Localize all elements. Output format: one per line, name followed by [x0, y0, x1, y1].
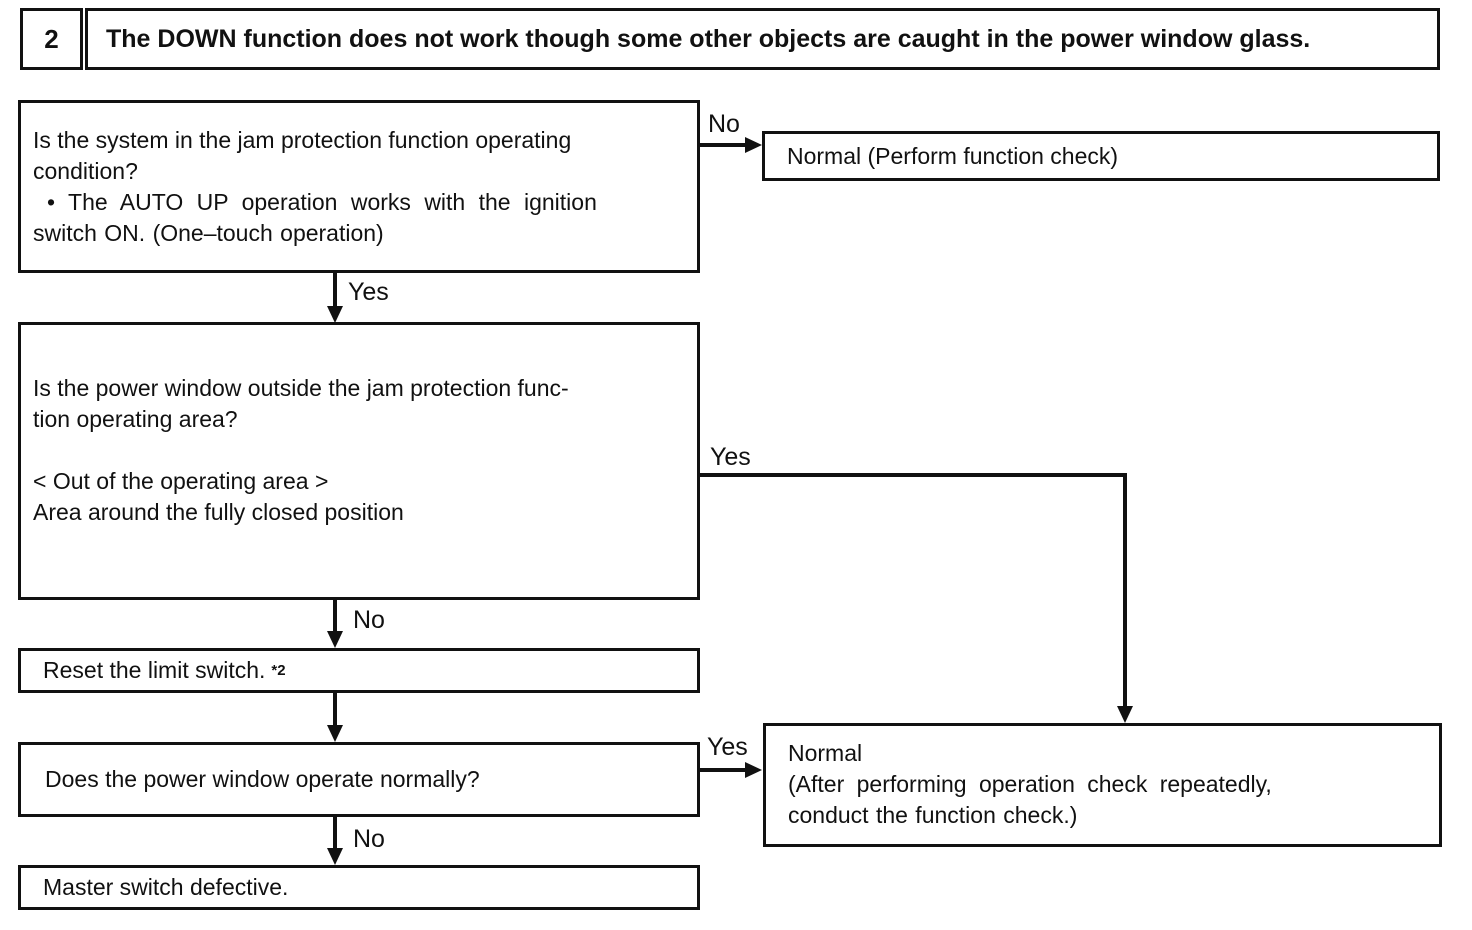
reset-limit-switch-box: Reset the limit switch. *2 — [18, 648, 700, 693]
branch3-no-connector — [333, 817, 337, 849]
master-switch-defective-text: Master switch defective. — [43, 874, 289, 900]
branch3-yes-label: Yes — [707, 733, 748, 761]
step-number: 2 — [44, 23, 59, 54]
branch1-no-label: No — [708, 110, 740, 138]
step-number-box: 2 — [20, 8, 83, 70]
footnote-ref: *2 — [271, 662, 286, 679]
normal-1-text: Normal (Perform function check) — [787, 142, 1119, 169]
branch1-no-connector — [700, 143, 747, 147]
normal-1-box: Normal (Perform function check) — [762, 131, 1440, 181]
branch1-yes-label: Yes — [348, 278, 389, 306]
branch2-yes-connector-vertical — [1123, 473, 1127, 707]
branch3-yes-arrowhead-icon — [745, 762, 762, 778]
normal-2-box: Normal(After performing operation check … — [763, 723, 1442, 847]
header-title-box: The DOWN function does not work though s… — [85, 8, 1440, 70]
normal-2-text: Normal(After performing operation check … — [788, 740, 1272, 828]
branch1-yes-connector — [333, 273, 337, 307]
reset-to-question-3-connector — [333, 693, 337, 726]
question-2-box: Is the power window outside the jam prot… — [18, 322, 700, 600]
branch2-no-arrowhead-icon — [327, 631, 343, 648]
header-title: The DOWN function does not work though s… — [106, 24, 1311, 53]
branch3-yes-connector — [700, 768, 747, 772]
question-1-text: Is the system in the jam protection func… — [33, 127, 597, 246]
branch2-no-label: No — [353, 606, 385, 634]
branch3-no-arrowhead-icon — [327, 848, 343, 865]
reset-to-question-3-arrowhead-icon — [327, 725, 343, 742]
branch2-yes-arrowhead-icon — [1117, 706, 1133, 723]
branch2-yes-label: Yes — [710, 443, 751, 471]
branch3-no-label: No — [353, 825, 385, 853]
branch1-yes-arrowhead-icon — [327, 306, 343, 323]
question-3-text: Does the power window operate normally? — [45, 766, 480, 792]
question-3-box: Does the power window operate normally? — [18, 742, 700, 817]
reset-limit-switch-text: Reset the limit switch. — [43, 657, 266, 683]
master-switch-defective-box: Master switch defective. — [18, 865, 700, 910]
branch1-no-arrowhead-icon — [745, 137, 762, 153]
question-2-text: Is the power window outside the jam prot… — [33, 375, 569, 525]
question-1-box: Is the system in the jam protection func… — [18, 100, 700, 273]
branch2-yes-connector-horizontal — [700, 473, 1127, 477]
branch2-no-connector — [333, 600, 337, 632]
